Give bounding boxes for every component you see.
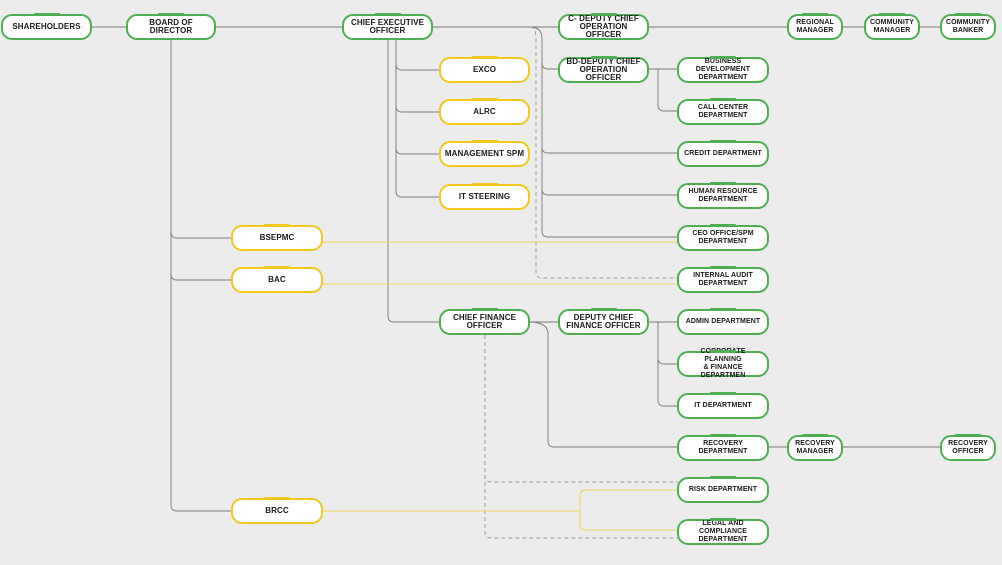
node-credit-dept[interactable]: CREDIT DEPARTMENT [677, 140, 769, 167]
node-legal-compliance-dept[interactable]: LEGAL AND COMPLIANCE DEPARTMENT [677, 518, 769, 545]
node-label: BSEPMC [259, 233, 295, 242]
link-brcc-legal [579, 511, 678, 531]
node-call-center-dept[interactable]: CALL CENTER DEPARTMENT [677, 98, 769, 125]
node-ceo-office-spm-dept[interactable]: CEO OFFICE/SPM DEPARTMENT [677, 224, 769, 251]
node-cfo[interactable]: CHIEF FINANCE OFFICER [439, 308, 530, 335]
dashed-cfo-risk [484, 335, 678, 483]
connector-bus-bdcoo [541, 62, 559, 70]
node-c-deputy-coo[interactable]: C- DEPUTY CHIEF OPERATION OFFICER [558, 13, 649, 40]
connector-cfo-recovery [528, 321, 678, 448]
node-label: RECOVERY DEPARTMENT [698, 440, 748, 455]
node-label: RECOVERY MANAGER [795, 440, 835, 455]
node-brcc[interactable]: BRCC [231, 497, 323, 524]
node-regional-manager[interactable]: REGIONAL MANAGER [787, 13, 843, 40]
connector-bus-hr [541, 188, 678, 196]
node-label: BRCC [265, 506, 289, 515]
node-label: HUMAN RESOURCE DEPARTMENT [688, 188, 758, 203]
dashed-ceo-internal-audit [529, 26, 678, 279]
node-bd-deputy-coo[interactable]: BD-DEPUTY CHIEF OPERATION OFFICER [558, 56, 649, 83]
node-label: RECOVERY OFFICER [948, 440, 988, 455]
node-bac[interactable]: BAC [231, 266, 323, 293]
node-label: REGIONAL MANAGER [796, 19, 834, 34]
node-label: BOARD OF DIRECTOR [149, 18, 193, 35]
node-label: BAC [268, 275, 286, 284]
node-community-banker[interactable]: COMMUNITY BANKER [940, 13, 996, 40]
node-human-resource-dept[interactable]: HUMAN RESOURCE DEPARTMENT [677, 182, 769, 209]
node-it-steering[interactable]: IT STEERING [439, 183, 530, 210]
connector-ceo-cfo [387, 40, 440, 323]
node-shareholders[interactable]: SHAREHOLDERS [1, 13, 92, 40]
node-label: CEO OFFICE/SPM DEPARTMENT [692, 230, 754, 245]
connector-ceo-committees [395, 40, 440, 198]
node-label: EXCO [472, 65, 497, 74]
node-label: RISK DEPARTMENT [688, 486, 758, 493]
node-label: SHAREHOLDERS [12, 22, 81, 31]
connector-deputy-corporate [657, 322, 678, 365]
connector-board-bsepmc [170, 231, 232, 239]
node-label: C- DEPUTY CHIEF OPERATION OFFICER [568, 14, 639, 39]
node-label: CALL CENTER DEPARTMENT [697, 104, 749, 119]
connector-ceo-mgmt-spm [395, 147, 440, 155]
connector-ceo-alrc [395, 105, 440, 113]
node-recovery-dept[interactable]: RECOVERY DEPARTMENT [677, 434, 769, 461]
node-label: ADMIN DEPARTMENT [685, 318, 761, 325]
node-label: ALRC [473, 107, 496, 116]
node-label: CHIEF EXECUTIVE OFFICER [350, 18, 425, 35]
node-label: DEPUTY CHIEF FINANCE OFFICER [566, 313, 641, 330]
node-management-spm[interactable]: MANAGEMENT SPM [439, 140, 530, 167]
connector-bdcoo-callcenter [657, 69, 678, 112]
connector-board-vertical [170, 40, 232, 512]
node-exco[interactable]: EXCO [439, 56, 530, 83]
node-community-manager[interactable]: COMMUNITY MANAGER [864, 13, 920, 40]
link-brcc-risk [579, 489, 678, 511]
node-label: BD-DEPUTY CHIEF OPERATION OFFICER [566, 57, 641, 82]
node-corporate-planning-dept[interactable]: CORPORATE PLANNING & FINANCE DEPARTMEN [677, 348, 769, 379]
node-board-of-director[interactable]: BOARD OF DIRECTOR [126, 13, 216, 40]
connector-bus-credit [541, 146, 678, 154]
connector-ceo-bus [529, 26, 678, 238]
node-label: LEGAL AND COMPLIANCE DEPARTMENT [698, 520, 748, 543]
connector-board-bac [170, 273, 232, 281]
node-internal-audit-dept[interactable]: INTERNAL AUDIT DEPARTMENT [677, 266, 769, 293]
node-label: MANAGEMENT SPM [444, 149, 525, 158]
node-label: BUSINESS DEVELOPMENT DEPARTMENT [695, 58, 751, 81]
dashed-cfo-legal [484, 335, 678, 539]
node-bsepmc[interactable]: BSEPMC [231, 224, 323, 251]
connector-ceo-exco [395, 63, 440, 71]
node-recovery-officer[interactable]: RECOVERY OFFICER [940, 434, 996, 461]
node-recovery-manager[interactable]: RECOVERY MANAGER [787, 434, 843, 461]
node-label: COMMUNITY BANKER [945, 19, 991, 34]
node-business-development-dept[interactable]: BUSINESS DEVELOPMENT DEPARTMENT [677, 56, 769, 83]
node-admin-dept[interactable]: ADMIN DEPARTMENT [677, 308, 769, 335]
node-label: IT STEERING [458, 192, 511, 201]
node-label: INTERNAL AUDIT DEPARTMENT [693, 272, 753, 287]
node-label: COMMUNITY MANAGER [869, 19, 915, 34]
node-alrc[interactable]: ALRC [439, 98, 530, 125]
node-label: IT DEPARTMENT [694, 402, 752, 409]
node-ceo[interactable]: CHIEF EXECUTIVE OFFICER [342, 13, 433, 40]
node-it-dept[interactable]: IT DEPARTMENT [677, 392, 769, 419]
node-label: CREDIT DEPARTMENT [684, 150, 762, 157]
node-risk-dept[interactable]: RISK DEPARTMENT [677, 476, 769, 503]
node-label: CHIEF FINANCE OFFICER [452, 313, 517, 330]
node-deputy-cfo[interactable]: DEPUTY CHIEF FINANCE OFFICER [558, 308, 649, 335]
connector-deputy-it [657, 360, 678, 407]
